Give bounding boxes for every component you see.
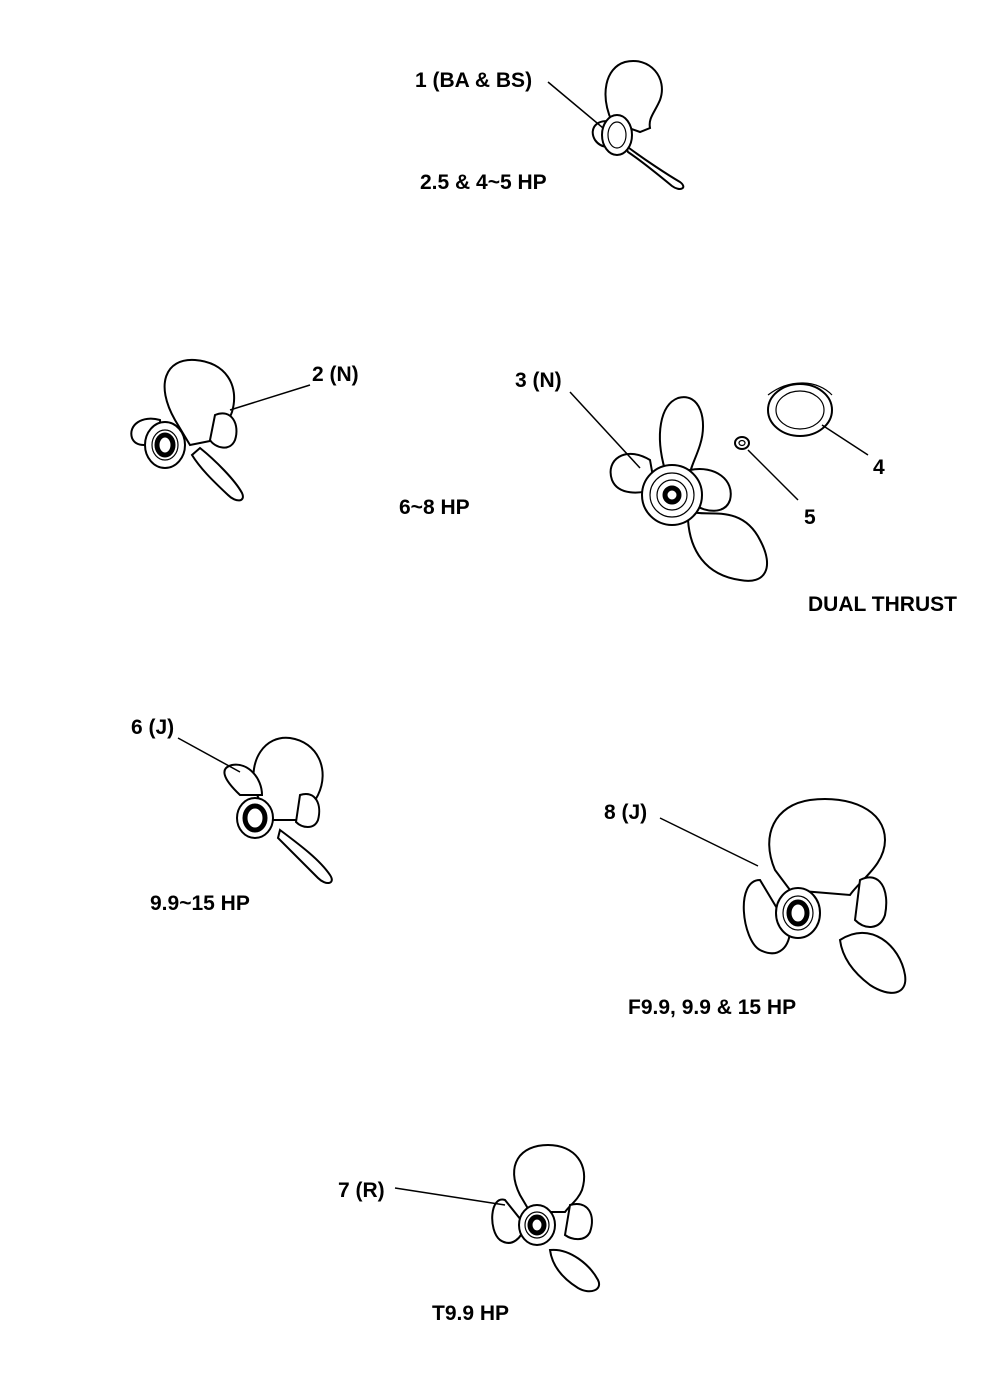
model-label-dual-thrust: DUAL THRUST	[808, 593, 957, 616]
model-label-f9-9-15hp: F9.9, 9.9 & 15 HP	[628, 996, 797, 1019]
part-label-8: 8 (J)	[604, 801, 648, 824]
washer-5	[734, 436, 799, 501]
thrust-hub-4	[767, 382, 869, 456]
part-label-2: 2 (N)	[312, 363, 359, 386]
model-label-2-5-4-5hp: 2.5 & 4~5 HP	[420, 171, 547, 194]
model-label-9-9-15hp: 9.9~15 HP	[150, 892, 250, 915]
part-label-1: 1 (BA & BS)	[415, 69, 533, 92]
model-label-t9-9hp: T9.9 HP	[432, 1302, 510, 1325]
propeller-2	[130, 358, 311, 502]
part-label-3: 3 (N)	[515, 369, 562, 392]
part-label-4: 4	[873, 456, 885, 479]
propeller-3	[569, 391, 769, 582]
propeller-1	[547, 60, 685, 190]
propeller-6	[177, 736, 333, 884]
part-label-7: 7 (R)	[338, 1179, 385, 1202]
propeller-8	[659, 798, 907, 994]
model-label-6-8hp: 6~8 HP	[399, 496, 470, 519]
propeller-7	[394, 1143, 601, 1293]
part-label-6: 6 (J)	[131, 716, 175, 739]
part-label-5: 5	[804, 506, 816, 529]
